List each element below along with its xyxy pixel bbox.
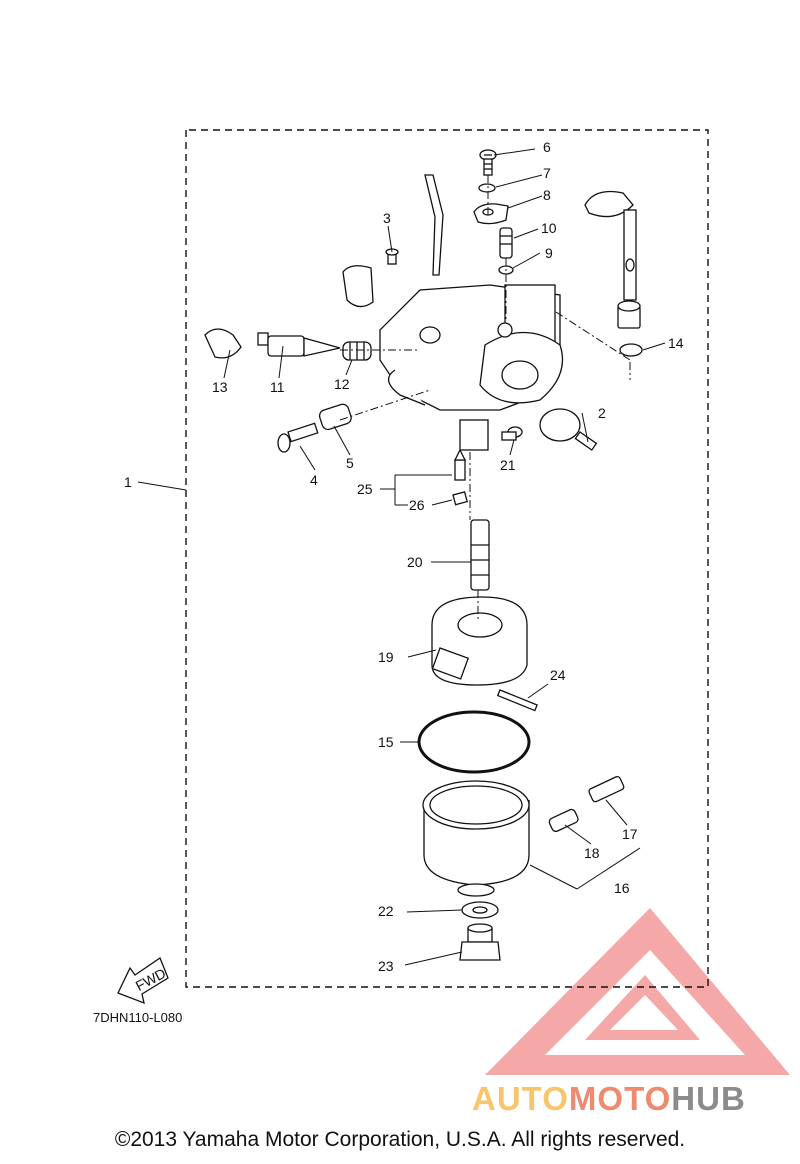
callout-23: 23	[378, 958, 394, 974]
screw-part-21	[501, 426, 523, 441]
callout-25: 25	[357, 481, 373, 497]
spring-part-18	[548, 808, 579, 833]
screw-part-2	[574, 431, 598, 451]
drain-bolt-part-23	[459, 923, 501, 961]
watermark-moto: MOTO	[568, 1080, 672, 1117]
callout-14: 14	[668, 335, 684, 351]
callout-20: 20	[407, 554, 423, 570]
plate-part-8	[473, 203, 509, 225]
callout-13: 13	[212, 379, 228, 395]
callout-9: 9	[545, 245, 553, 261]
bushing	[617, 300, 641, 329]
watermark-auto: AUTO	[472, 1080, 569, 1117]
callout-5: 5	[346, 455, 354, 471]
callout-4: 4	[310, 472, 318, 488]
pin-part-24	[496, 689, 538, 712]
watermark-hub: HUB	[671, 1080, 746, 1117]
callout-16: 16	[614, 880, 630, 896]
washer-part-7	[478, 183, 496, 193]
plug-part-2	[539, 408, 581, 442]
callout-1: 1	[124, 474, 132, 490]
callout-10: 10	[541, 220, 557, 236]
throttle-shaft	[584, 190, 637, 301]
gasket-part-15	[417, 710, 531, 774]
callout-11: 11	[270, 379, 285, 395]
fwd-arrow-icon	[117, 957, 169, 1005]
cover-plate	[342, 265, 374, 308]
callout-21: 21	[500, 457, 516, 473]
float-needle-part-25	[453, 448, 467, 481]
spring-part-5	[318, 403, 352, 431]
spring-part-12	[342, 341, 372, 361]
screw-part-6	[479, 149, 497, 176]
callout-12: 12	[334, 376, 350, 392]
callout-7: 7	[543, 165, 551, 181]
callout-15: 15	[378, 734, 394, 750]
callout-19: 19	[378, 649, 394, 665]
carburetor-body	[379, 284, 564, 451]
cap-part-13	[204, 328, 242, 359]
callout-3: 3	[383, 210, 391, 226]
copyright-notice: ©2013 Yamaha Motor Corporation, U.S.A. A…	[114, 1128, 686, 1151]
callout-22: 22	[378, 903, 394, 919]
watermark-text: AUTOMOTOHUB	[472, 1080, 746, 1118]
jet-part-10	[499, 227, 513, 259]
callout-2: 2	[598, 405, 606, 421]
callout-17: 17	[622, 826, 638, 842]
callouts: 1 2 3 4 5 6 7 8 9 10 11 12 13 14 15 16 1…	[124, 139, 684, 994]
screw-part-4	[277, 422, 319, 453]
screw-part-17	[588, 775, 625, 803]
clip-part-26	[452, 491, 468, 506]
diagram-code: 7DHN110-L080	[93, 1010, 183, 1025]
main-nozzle-part-20	[470, 519, 490, 591]
pilot-screw-part-11	[257, 332, 341, 357]
callout-18: 18	[584, 845, 600, 861]
float-part-19	[431, 596, 528, 686]
choke-lever	[424, 174, 444, 276]
float-bowl-part-16	[422, 780, 530, 897]
callout-6: 6	[543, 139, 551, 155]
callout-26: 26	[409, 497, 425, 513]
callout-8: 8	[543, 187, 551, 203]
callout-24: 24	[550, 667, 566, 683]
washer-part-14	[619, 343, 643, 357]
watermark-logo	[485, 908, 790, 1075]
